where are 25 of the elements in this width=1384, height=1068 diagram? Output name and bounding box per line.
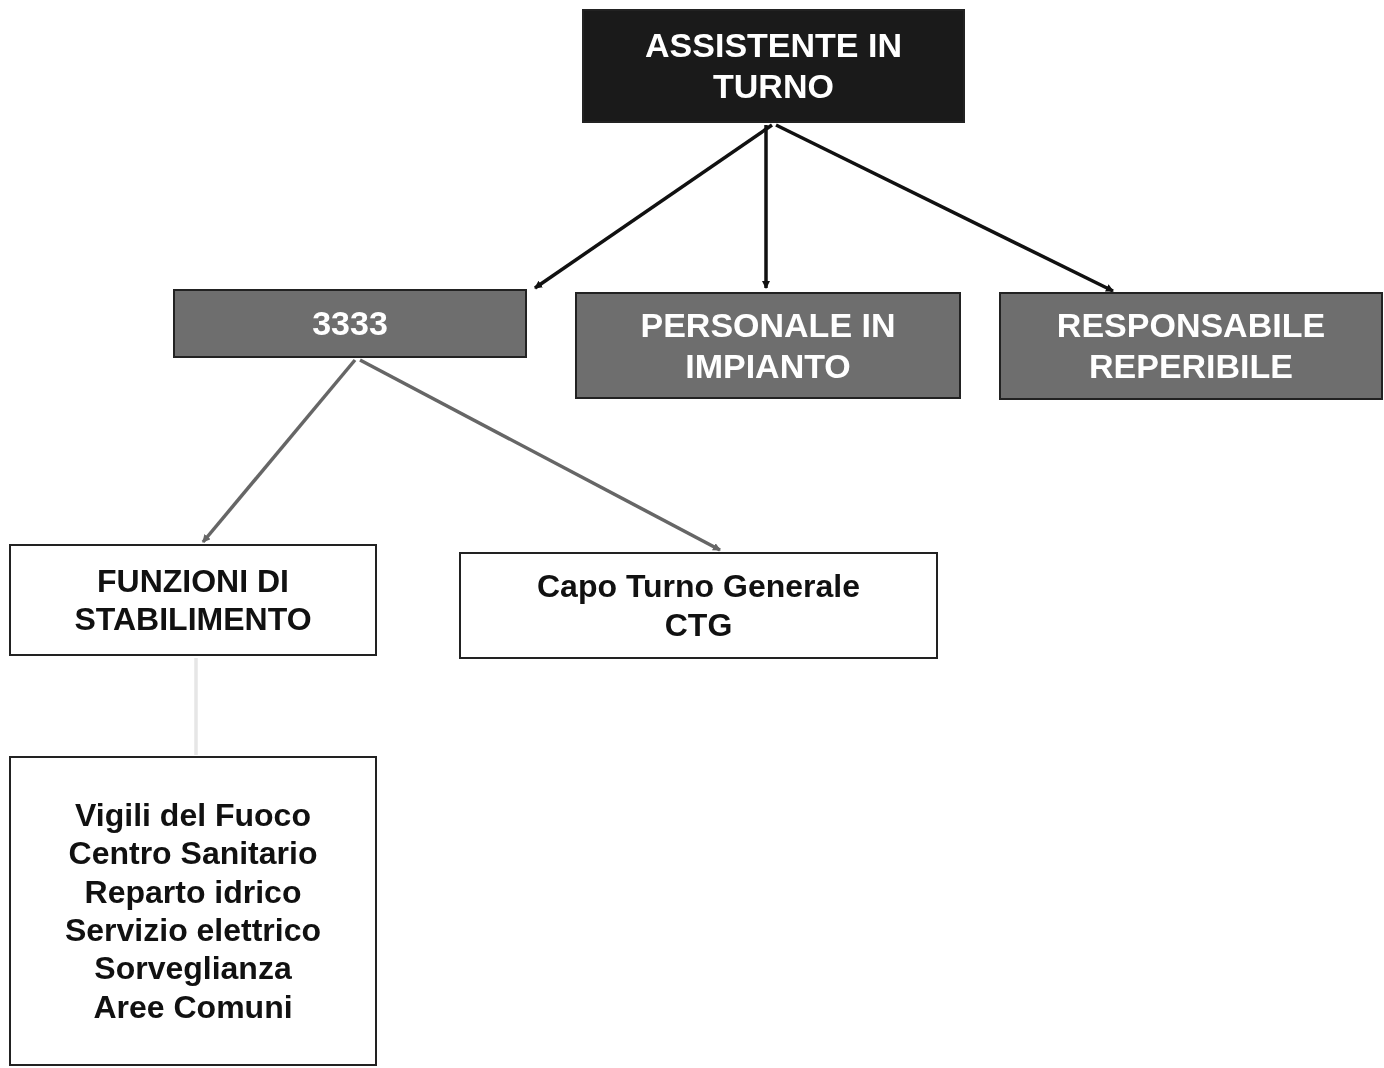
arrow: [534, 123, 773, 290]
box-label: 3333: [312, 303, 388, 344]
box-label: Centro Sanitario: [68, 834, 318, 873]
box-label: FUNZIONI DI STABILIMENTO: [73, 561, 313, 639]
org-box: [9, 756, 377, 1066]
box-label: CTG: [664, 605, 733, 644]
box-label: Vigili del Fuoco: [75, 795, 311, 835]
org-box: [173, 289, 527, 358]
arrow: [762, 125, 770, 289]
box-label: ASSISTENTE IN TURNO: [644, 25, 903, 107]
org-box: [582, 9, 965, 123]
box-label: Sorveglianza: [94, 949, 292, 988]
box-label: PERSONALE IN IMPIANTO: [639, 304, 897, 387]
box-label: RESPONSABILE REPERIBILE: [1055, 305, 1327, 387]
org-box: [459, 552, 938, 659]
box-label: Capo Turno Generale: [537, 567, 860, 606]
box-label: Aree Comuni: [93, 987, 293, 1027]
box-label: Servizio elettrico: [64, 911, 322, 950]
arrow: [201, 358, 357, 544]
arrow: [775, 123, 1114, 293]
org-box: [999, 292, 1383, 400]
org-box: [575, 292, 961, 399]
box-label: Reparto idrico: [84, 872, 302, 911]
arrow: [359, 358, 721, 552]
org-box: [9, 544, 377, 656]
